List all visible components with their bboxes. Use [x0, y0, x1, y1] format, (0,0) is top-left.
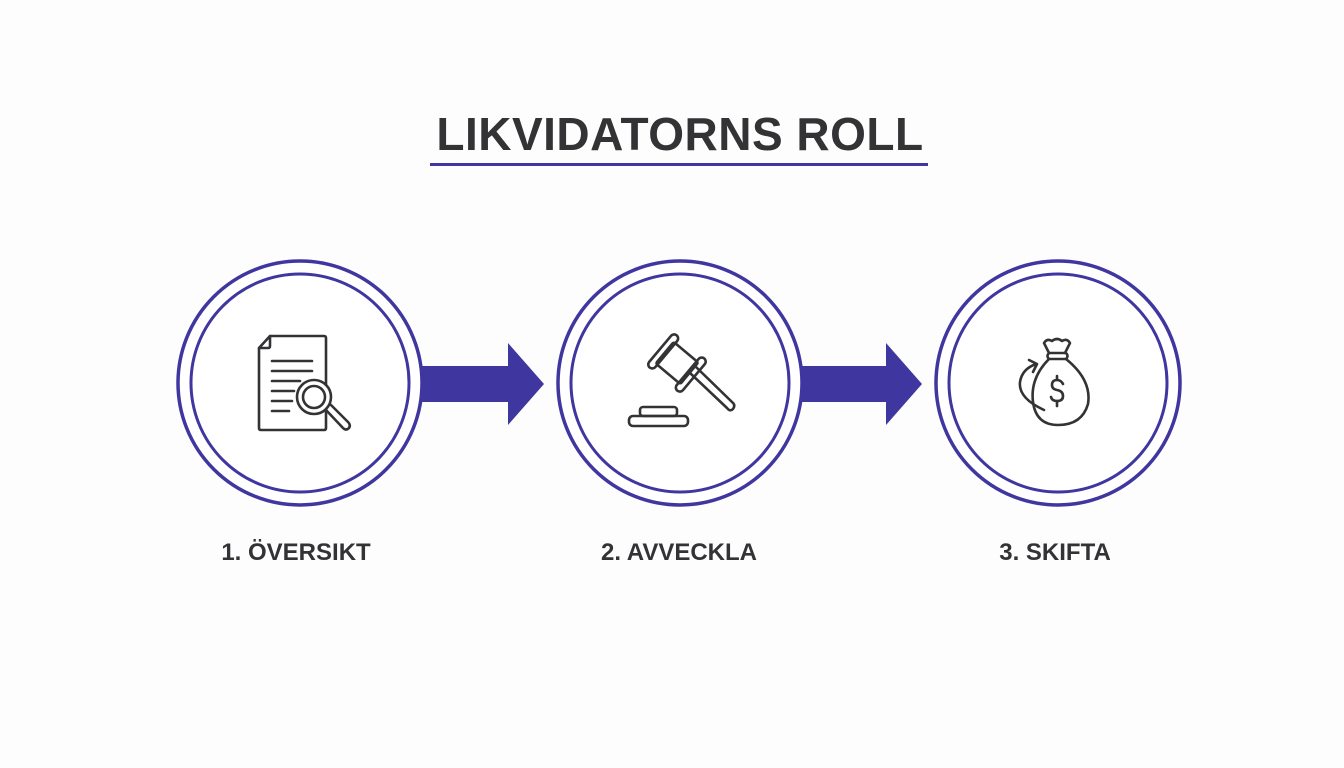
- diagram-title: LIKVIDATORNS ROLL: [436, 108, 924, 160]
- document-search-icon: [257, 334, 352, 432]
- money-bag-transfer-icon: [1018, 337, 1090, 427]
- title-underline: [430, 163, 928, 166]
- step-3-circle: [934, 259, 1182, 507]
- step-3-label: 3. SKIFTA: [999, 539, 1111, 566]
- step-2-label: 2. AVVECKLA: [600, 539, 758, 566]
- step-1-circle: [176, 259, 424, 507]
- gavel-icon: [627, 333, 736, 428]
- step-1-label: 1. ÖVERSIKT: [221, 539, 371, 566]
- arrow-right-icon: [800, 343, 922, 425]
- arrow-right-icon: [420, 343, 544, 425]
- step-2-circle: [556, 259, 804, 507]
